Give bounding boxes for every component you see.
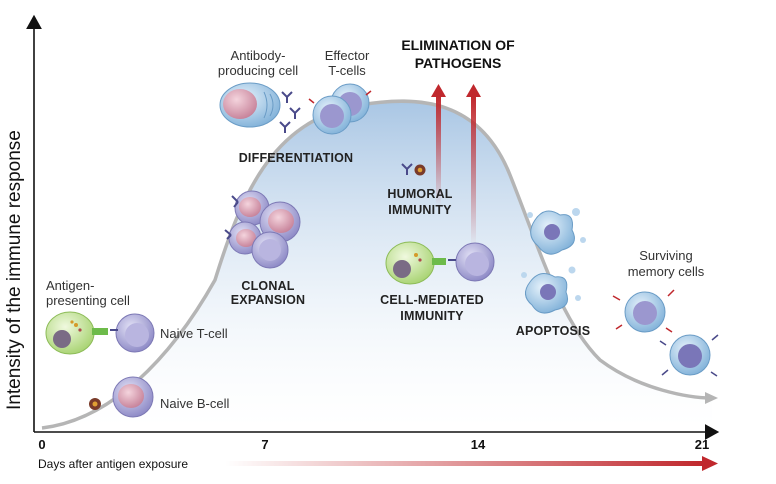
- tick-label-14: 14: [471, 437, 486, 452]
- naive-b-cell: [89, 376, 154, 418]
- effector-t-cells: [308, 83, 372, 135]
- antigen-presenting-label-1: Antigen-: [46, 278, 94, 293]
- antigen-presenting-label-2: presenting cell: [46, 293, 130, 308]
- memory-cells: [612, 289, 719, 377]
- antibody-antigen-complex: [401, 163, 426, 176]
- surviving-label-1: Surviving: [639, 248, 692, 263]
- elimination-arrow-right: [471, 96, 476, 246]
- elimination-arrow-left: [436, 96, 441, 206]
- response-curve-line: [41, 99, 713, 430]
- time-gradient-bar: [225, 461, 703, 466]
- surviving-label-2: memory cells: [628, 264, 705, 279]
- naive-t-cell: [110, 313, 155, 353]
- cell-mediated-label-1: CELL-MEDIATED: [380, 293, 484, 307]
- tick-label-0: 0: [38, 437, 45, 452]
- tick-label-7: 7: [261, 437, 268, 452]
- curve-arrowhead: [705, 392, 718, 404]
- elimination-arrowhead-right: [466, 84, 481, 97]
- y-axis-label: Intensity of the immune response: [4, 130, 25, 410]
- differentiation-label: DIFFERENTIATION: [239, 151, 354, 165]
- apoptotic-cells: [521, 208, 586, 314]
- antigen-presenting-cell: [45, 311, 108, 355]
- naive-b-cell-label: Naive B-cell: [160, 396, 229, 411]
- clonal-expansion-cells: [224, 190, 301, 269]
- cell-mediated-cells: [385, 241, 495, 285]
- humoral-label-2: IMMUNITY: [388, 203, 452, 217]
- elimination-label-2: PATHOGENS: [415, 55, 502, 71]
- naive-t-cell-label: Naive T-cell: [160, 326, 228, 341]
- clonal-expansion-label-1: CLONAL: [241, 279, 294, 293]
- response-curve-area: [42, 101, 712, 428]
- humoral-label-1: HUMORAL: [387, 187, 452, 201]
- elimination-label-1: ELIMINATION OF: [401, 37, 515, 53]
- tick-label-21: 21: [695, 437, 709, 452]
- antibody-label-1: Antibody-: [231, 48, 286, 63]
- cell-mediated-label-2: IMMUNITY: [400, 309, 464, 323]
- effector-label-1: Effector: [325, 48, 370, 63]
- apoptosis-label: APOPTOSIS: [516, 324, 591, 338]
- antibody-producing-cell: [219, 82, 301, 133]
- effector-label-2: T-cells: [328, 63, 366, 78]
- elimination-arrowhead-left: [431, 84, 446, 97]
- time-gradient-arrowhead: [702, 456, 718, 471]
- antibody-label-2: producing cell: [218, 63, 298, 78]
- x-axis-label: Days after antigen exposure: [38, 457, 188, 471]
- clonal-expansion-label-2: EXPANSION: [231, 293, 306, 307]
